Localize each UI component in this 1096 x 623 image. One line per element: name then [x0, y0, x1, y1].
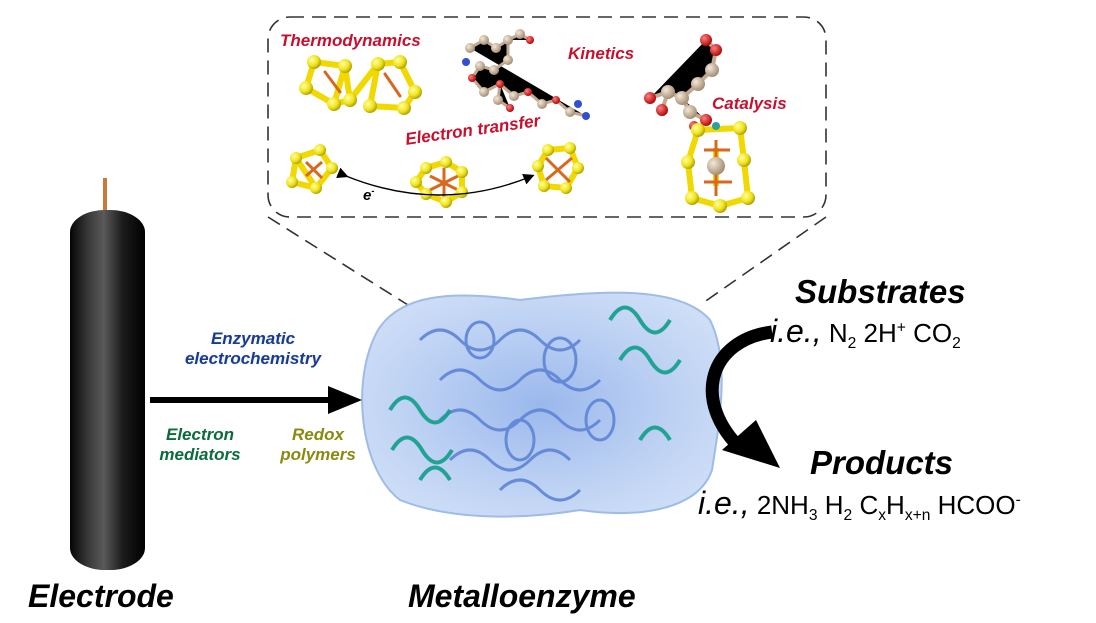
- conversion-arrow: [705, 325, 780, 468]
- substrates-formula: i.e., N2 2H+ CO2: [770, 313, 961, 353]
- inset-frame: [267, 16, 827, 306]
- fe-s-cluster-right-icon: [532, 142, 584, 194]
- products-formula: i.e., 2NH3 H2 CxHx+n HCOO-: [698, 485, 1021, 525]
- kinetics-label: Kinetics: [568, 44, 635, 63]
- electrode-label: Electrode: [28, 578, 174, 614]
- main-arrow: [150, 386, 362, 414]
- fe-s-cluster-center-icon: [410, 156, 468, 208]
- atp-molecule-icon: [462, 29, 590, 120]
- electrode-icon: [70, 178, 145, 570]
- electron-symbol: e-: [363, 186, 375, 204]
- femoco-cluster-icon: [681, 121, 755, 213]
- substrates-label: Substrates: [795, 273, 966, 310]
- metalloenzyme-structure-icon: [361, 291, 723, 518]
- metalloenzyme-label: Metalloenzyme: [408, 578, 636, 614]
- fe-s-cluster-icon: [299, 55, 422, 115]
- electron-transfer-arrow: [336, 167, 535, 196]
- products-label: Products: [810, 444, 954, 481]
- thermodynamics-label: Thermodynamics: [280, 31, 421, 50]
- catalysis-label: Catalysis: [712, 94, 787, 113]
- fe-s-cluster-left-icon: [286, 144, 338, 194]
- citrate-molecule-icon: [644, 34, 722, 131]
